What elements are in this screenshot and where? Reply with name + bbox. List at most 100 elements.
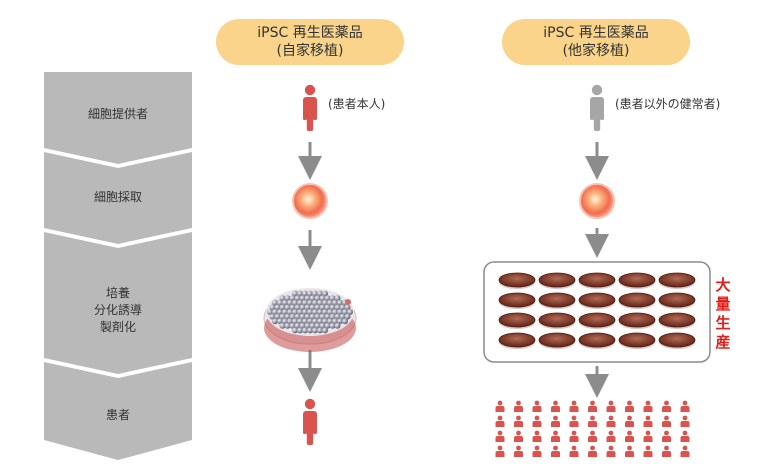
petri-dish-icon xyxy=(498,292,536,309)
cell-bubble xyxy=(319,313,326,320)
cell-bubble xyxy=(287,299,293,306)
cell-bubble xyxy=(282,318,288,325)
step-arrow-3 xyxy=(44,232,192,374)
cell-bubble xyxy=(302,318,308,325)
mini-patient-icon xyxy=(680,445,690,457)
cell-bubble xyxy=(307,318,313,325)
mini-patient-icon xyxy=(606,445,616,457)
cell-bubble xyxy=(322,299,328,306)
mini-patient-icon xyxy=(680,415,690,427)
cell-bubble xyxy=(307,327,313,334)
cell-icon-autologous xyxy=(292,183,328,219)
cell-bubble xyxy=(277,318,283,325)
mini-patient-icon xyxy=(495,430,505,442)
mini-patient-icon xyxy=(532,430,542,442)
mini-patient-icon xyxy=(643,430,653,442)
mini-patient-icon xyxy=(680,430,690,442)
cell-bubble xyxy=(304,304,311,311)
cell-bubble xyxy=(319,304,326,311)
cell-bubble xyxy=(279,304,286,311)
patient-icon-autologous xyxy=(303,398,317,445)
cell-bubble xyxy=(282,299,288,306)
step-arrow-1 xyxy=(44,72,192,164)
process-arrow-column xyxy=(44,72,192,460)
mini-patient-icon xyxy=(643,445,653,457)
cell-bubble xyxy=(292,290,298,297)
mini-patient-icon xyxy=(514,445,523,457)
cell-bubble xyxy=(327,299,333,306)
cell-bubble xyxy=(334,322,341,329)
mini-patient-icon xyxy=(569,445,579,457)
cell-bubble xyxy=(297,299,303,306)
cell-bubble xyxy=(284,295,291,302)
cell-bubble xyxy=(324,304,331,311)
header-allogeneic: iPSC 再生医薬品 (他家移植) xyxy=(502,19,690,65)
petri-dish-icon xyxy=(618,332,656,349)
step-label-patient: 患者 xyxy=(44,407,192,424)
cell-bubble xyxy=(329,322,336,329)
cell-icon-allogeneic xyxy=(579,183,615,219)
mini-patient-icon xyxy=(606,400,616,412)
cell-bubble xyxy=(337,318,343,325)
petri-dish-icon xyxy=(538,312,576,329)
cell-bubble xyxy=(329,313,336,320)
cell-bubble xyxy=(307,299,313,306)
cell-bubble xyxy=(344,313,351,320)
cell-bubble xyxy=(309,295,316,302)
culture-dish-icon xyxy=(263,288,357,352)
step-arrow-2 xyxy=(44,152,192,244)
donor-person-icon-allogeneic xyxy=(590,84,604,131)
cell-bubble xyxy=(269,304,276,311)
mini-patient-icon xyxy=(569,400,579,412)
petri-dish-icon xyxy=(538,292,576,309)
cell-bubble xyxy=(314,304,321,311)
mass-production-char: 量 xyxy=(715,295,731,313)
mini-patient-icon xyxy=(606,430,616,442)
cell-bubble xyxy=(284,322,291,329)
mini-patient-icon xyxy=(551,445,560,457)
flow-arrows xyxy=(298,142,609,398)
cell-bubble xyxy=(312,318,318,325)
cell-bubble xyxy=(284,313,291,320)
cell-bubble xyxy=(302,299,308,306)
mini-patient-icon xyxy=(551,415,560,427)
step-arrow-4 xyxy=(44,362,192,460)
cell-bubble xyxy=(312,299,318,306)
cell-bubble xyxy=(322,290,328,297)
cell-bubble xyxy=(334,313,341,320)
cell-bubble xyxy=(289,304,296,311)
cell-bubble xyxy=(312,290,318,297)
header-autologous: iPSC 再生医薬品 (自家移植) xyxy=(216,19,404,65)
cell-bubble xyxy=(337,309,343,315)
step-label-line: 細胞採取 xyxy=(93,190,142,204)
cell-bubble xyxy=(272,318,278,325)
mass-production-char: 生 xyxy=(715,314,731,332)
mini-patient-icon xyxy=(625,400,634,412)
cell-bubble xyxy=(329,295,336,302)
cell-bubble xyxy=(312,309,318,315)
cell-bubble xyxy=(332,318,338,325)
cell-bubble xyxy=(342,318,348,325)
mini-patient-icon xyxy=(680,400,690,412)
cell-bubble xyxy=(272,309,278,315)
cell-bubble xyxy=(279,322,286,329)
cell-bubble xyxy=(274,313,281,320)
cell-bubble xyxy=(297,290,303,297)
header-autologous-line2: (自家移植) xyxy=(276,43,344,59)
cell-bubble xyxy=(324,322,331,329)
cell-bubble xyxy=(317,327,323,334)
petri-dish-icon xyxy=(578,332,616,349)
cell-bubble xyxy=(277,299,283,306)
cell-bubble xyxy=(322,327,328,334)
cell-bubble xyxy=(287,309,293,315)
mini-patient-icon xyxy=(588,400,597,412)
petri-dish-icon xyxy=(658,292,696,309)
mass-production-tray xyxy=(483,261,711,363)
donor-note-allogeneic: (患者以外の健常者) xyxy=(615,97,721,111)
cell-bubble xyxy=(314,295,321,302)
step-label-collection: 細胞採取 xyxy=(44,189,192,206)
mini-patient-icon xyxy=(532,415,542,427)
cell-bubble xyxy=(329,304,336,311)
cell-bubble xyxy=(289,313,296,320)
cell-bubble xyxy=(299,322,306,329)
